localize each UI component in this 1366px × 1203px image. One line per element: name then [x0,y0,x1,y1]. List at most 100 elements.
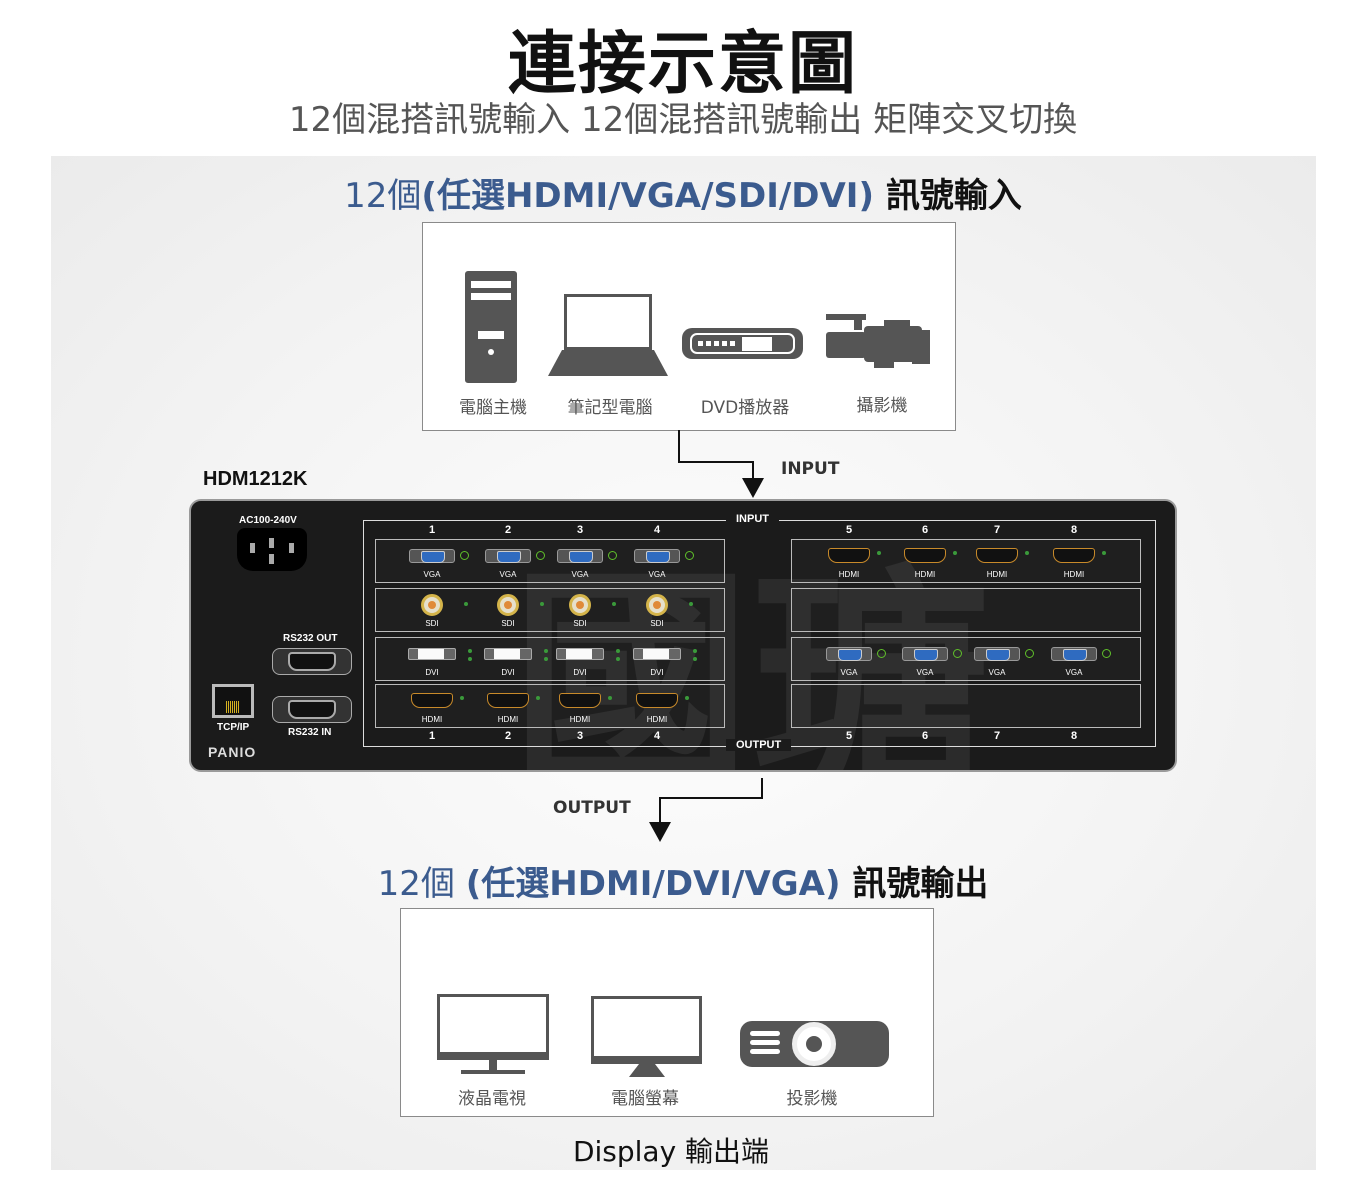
input-count: 12個 [344,176,422,216]
port-label: SDI [573,619,587,628]
output-count: 12個 [377,864,466,904]
projector-icon [740,1021,889,1067]
input-suffix: 訊號輸入 [874,176,1022,216]
port-label: DVI [501,668,515,677]
status-led [1025,551,1029,555]
matrix-switcher-rear-panel: 國瑭 AC100-240V RS232 OUT RS232 IN TCP/IP … [189,499,1177,772]
video-camera-icon [826,314,930,368]
device-label: DVD播放器 [700,398,790,418]
port-label: HDMI [838,570,860,579]
vga-port[interactable] [409,549,455,563]
port-number: 2 [504,524,512,536]
port-label: VGA [988,668,1006,677]
port-row [375,588,725,632]
rs232-out-label: RS232 OUT [283,633,338,644]
output-suffix: 訊號輸出 [840,864,989,904]
input-flow-label: INPUT [781,459,840,479]
model-name: HDM1212K [203,468,308,490]
desktop-tower-icon [465,271,517,383]
hdmi-port[interactable] [636,693,678,708]
sdi-port[interactable] [646,594,668,616]
hdmi-port[interactable] [904,548,946,563]
arrow-down-icon [649,822,671,842]
sdi-port[interactable] [421,594,443,616]
dvd-player-icon [682,328,803,359]
device-label: 電腦螢幕 [611,1089,679,1109]
vga-port[interactable] [1051,647,1097,661]
ethernet-port-icon[interactable] [212,684,254,718]
port-number: 3 [576,730,584,742]
port-number: 8 [1070,730,1078,742]
port-number: 3 [576,524,584,536]
status-led [693,649,697,653]
dvi-port[interactable] [633,648,681,660]
panel-output-label: OUTPUT [726,739,792,751]
sdi-port[interactable] [497,594,519,616]
input-connector-line [678,430,680,463]
status-led [536,551,545,560]
status-led [460,551,469,560]
port-row [791,539,1141,583]
status-led [544,657,548,661]
dvi-port[interactable] [556,648,604,660]
vga-port[interactable] [974,647,1020,661]
hdmi-port[interactable] [1053,548,1095,563]
status-led [468,649,472,653]
status-led [877,551,881,555]
status-led [608,696,612,700]
laptop-icon [548,294,668,378]
lcd-tv-icon [437,994,549,1076]
vga-port[interactable] [826,647,872,661]
dvi-port[interactable] [408,648,456,660]
port-number: 6 [921,524,929,536]
brand-logo: PANIO [208,744,257,760]
status-led [685,696,689,700]
computer-monitor-icon [591,996,702,1078]
rs232-in-port[interactable] [272,696,352,723]
port-label: DVI [573,668,587,677]
vga-port[interactable] [485,549,531,563]
status-led [540,602,544,606]
device-label: 液晶電視 [458,1089,526,1109]
output-flow-label: OUTPUT [553,798,631,818]
port-number: 5 [845,730,853,742]
dvi-port[interactable] [484,648,532,660]
status-led [544,649,548,653]
hdmi-port[interactable] [828,548,870,563]
port-row [791,637,1141,681]
hdmi-port[interactable] [411,693,453,708]
port-label: VGA [571,570,589,579]
input-formats: HDMI/VGA/SDI/DVI) [504,176,874,216]
vga-port[interactable] [634,549,680,563]
arrow-down-icon [742,478,764,498]
input-connector-line [678,461,754,463]
hdmi-port[interactable] [487,693,529,708]
device-label: 投影機 [786,1089,838,1109]
rs232-out-port[interactable] [272,648,352,675]
port-label: SDI [650,619,664,628]
status-led [468,657,472,661]
page-subtitle: 12個混搭訊號輸入 12個混搭訊號輸出 矩陣交叉切換 [288,100,1078,140]
port-label: HDMI [497,715,519,724]
port-label: VGA [840,668,858,677]
hdmi-port[interactable] [559,693,601,708]
status-led [1102,649,1111,658]
port-label: HDMI [569,715,591,724]
port-row [791,684,1141,728]
power-socket-icon [237,528,307,571]
port-label: VGA [648,570,666,579]
hdmi-port[interactable] [976,548,1018,563]
status-led [685,551,694,560]
panel-input-label: INPUT [726,513,779,525]
status-led [616,649,620,653]
output-formats: HDMI/DVI/VGA) [549,864,841,904]
status-led [693,657,697,661]
vga-port[interactable] [557,549,603,563]
vga-port[interactable] [902,647,948,661]
status-led [460,696,464,700]
status-led [612,602,616,606]
output-paren: (任選 [465,864,550,904]
port-row [791,588,1141,632]
power-label: AC100-240V [239,515,297,526]
sdi-port[interactable] [569,594,591,616]
